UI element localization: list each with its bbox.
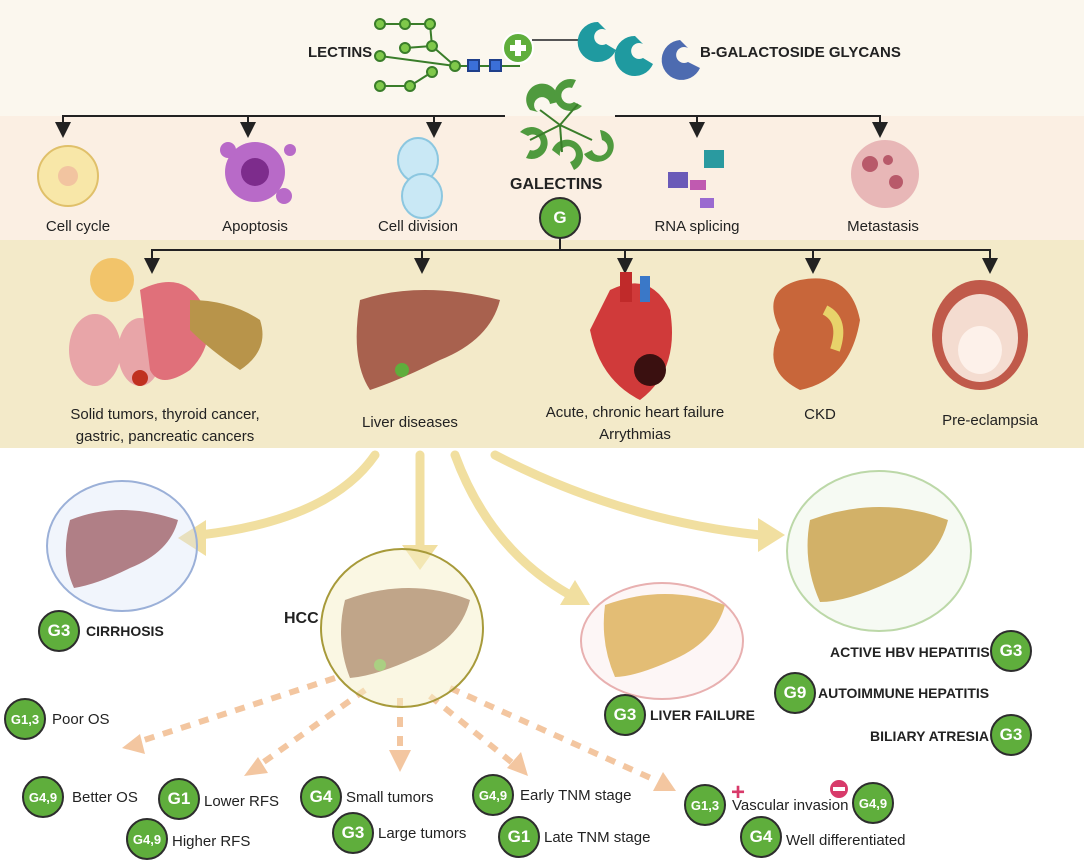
process-label-cell-division: Cell division	[377, 218, 459, 235]
outcome-badge-better-os: G4,9	[22, 776, 64, 818]
hcc-circle	[320, 548, 484, 708]
outcome-badge-higher-rfs: G4,9	[126, 818, 168, 860]
cirrhosis-label: CIRRHOSIS	[86, 623, 164, 639]
lectin-glycan-icon	[374, 18, 520, 92]
outcome-label-poor-os: Poor OS	[52, 711, 110, 728]
outcome-badge-poor-os: G1,3	[4, 698, 46, 740]
liver-failure-label: LIVER FAILURE	[650, 707, 756, 723]
outcome-badge-large-tumors: G3	[332, 812, 374, 854]
outcome-label-better-os: Better OS	[72, 789, 138, 806]
hbv-hepatitis-badge: G3	[990, 630, 1032, 672]
cell-division-icon	[397, 137, 443, 219]
plus-icon	[502, 32, 534, 64]
galectin-icon	[520, 78, 614, 170]
galectin-badge: G	[539, 197, 581, 239]
disease-label-heart-1: Acute, chronic heart failure	[545, 404, 725, 421]
hepatitis-circle	[786, 470, 972, 632]
disease-label-preeclampsia: Pre-eclampsia	[942, 412, 1038, 429]
disease-label-tumors-1: Solid tumors, thyroid cancer,	[70, 406, 260, 423]
lectins-label: LECTINS	[308, 44, 373, 61]
process-label-rna-splicing: RNA splicing	[654, 218, 740, 235]
outcome-label-higher-rfs: Higher RFS	[172, 833, 251, 850]
process-label-apoptosis: Apoptosis	[222, 218, 288, 235]
outcome-badge-vascular-invasion: G1,3	[684, 784, 726, 826]
glycans-label: B-GALACTOSIDE GLYCANS	[700, 44, 901, 61]
outcome-badge-late-tnm: G1	[498, 816, 540, 858]
outcome-label-lower-rfs: Lower RFS	[204, 793, 280, 810]
galectins-label: GALECTINS	[510, 176, 603, 193]
pregnancy-icon	[932, 280, 1028, 390]
autoimmune-hepatitis-label: AUTOIMMUNE HEPATITIS	[818, 685, 990, 701]
liver-failure-badge: G3	[604, 694, 646, 736]
galactoside-glycan-icon	[532, 21, 700, 80]
outcome-label-early-tnm: Early TNM stage	[520, 787, 632, 804]
outcome-label-late-tnm: Late TNM stage	[544, 829, 651, 846]
cell-cycle-icon	[37, 145, 99, 207]
disease-label-heart-2: Arrythmias	[599, 426, 671, 443]
hbv-hepatitis-label: ACTIVE HBV HEPATITIS	[830, 644, 990, 660]
kidney-icon	[773, 278, 860, 390]
liver-failure-circle	[580, 582, 744, 700]
outcome-label-well-differentiated: Well differentiated	[786, 832, 906, 849]
heart-icon	[590, 272, 672, 400]
rna-splicing-icon	[668, 150, 724, 208]
plus-sign: +	[731, 779, 745, 806]
outcome-badge-vascular-negative: G4,9	[852, 782, 894, 824]
process-label-metastasis: Metastasis	[847, 218, 919, 235]
outcome-label-large-tumors: Large tumors	[378, 825, 467, 842]
disease-label-liver: Liver diseases	[362, 414, 458, 431]
biliary-atresia-label: BILIARY ATRESIA	[870, 728, 990, 744]
outcome-label-small-tumors: Small tumors	[346, 789, 434, 806]
liver-icon	[356, 290, 500, 390]
outcome-badge-well-differentiated: G4	[740, 816, 782, 858]
apoptosis-icon	[220, 142, 296, 204]
outcome-badge-early-tnm: G4,9	[472, 774, 514, 816]
disease-label-tumors-2: gastric, pancreatic cancers	[75, 428, 255, 445]
disease-label-ckd: CKD	[804, 406, 836, 423]
biliary-atresia-badge: G3	[990, 714, 1032, 756]
outcome-label-vascular-invasion: Vascular invasion	[732, 797, 849, 814]
organs-tumor-icon	[69, 258, 263, 386]
metastasis-icon	[851, 140, 919, 208]
outcome-badge-lower-rfs: G1	[158, 778, 200, 820]
outcome-badge-small-tumors: G4	[300, 776, 342, 818]
hcc-label: HCC	[284, 610, 319, 627]
process-label-cell-cycle: Cell cycle	[45, 218, 111, 235]
cirrhosis-badge: G3	[38, 610, 80, 652]
cirrhosis-circle	[46, 480, 198, 612]
autoimmune-hepatitis-badge: G9	[774, 672, 816, 714]
